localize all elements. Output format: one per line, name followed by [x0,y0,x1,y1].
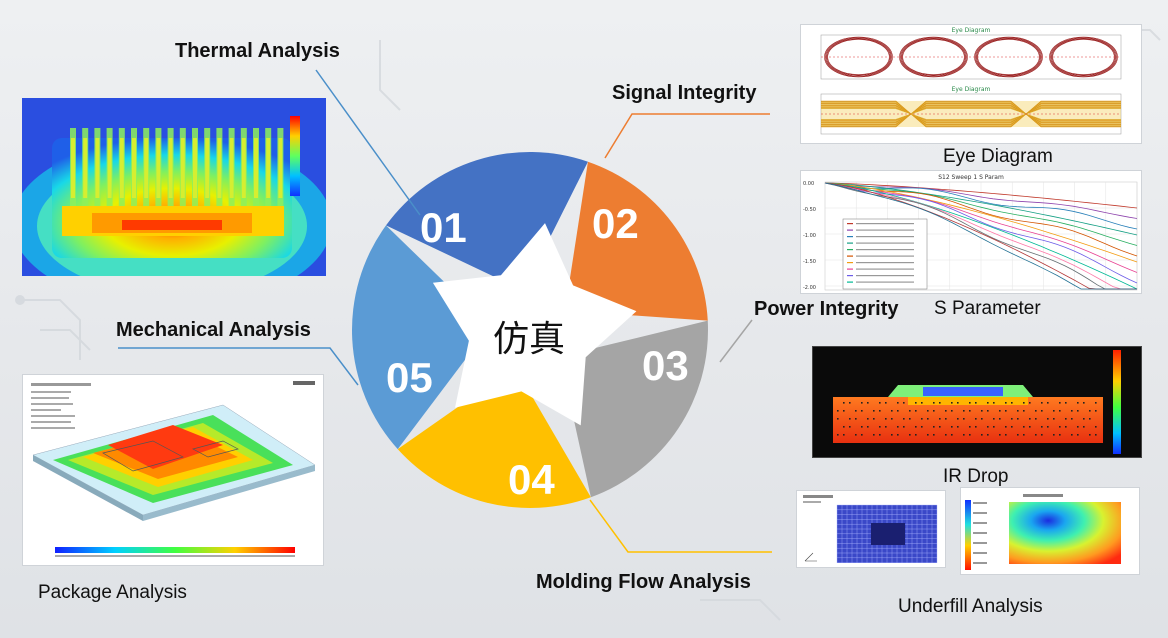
wheel-segment-04 [397,367,591,508]
segment-01-number: 01 [420,204,467,251]
segment-04-number: 04 [508,456,555,503]
center-star [432,223,637,426]
ir-drop-image [812,346,1142,458]
simulation-wheel [352,152,708,508]
center-label: 仿真 [493,319,566,360]
wheel-segment-02 [564,161,708,321]
eye-diagram-image: Eye Diagram Eye Diagram [800,24,1142,144]
eye-top-title: Eye Diagram [952,27,991,34]
thermal-leader-line [315,69,421,216]
molding-flow-analysis-heading: Molding Flow Analysis [536,571,751,593]
sparam-ytick: -2.00 [803,285,816,291]
sparam-title: S12 Sweep 1 S Param [938,174,1004,181]
signal-leader-line [604,113,770,159]
segment-03-number: 03 [642,342,689,389]
s-parameter-caption: S Parameter [934,298,1041,319]
mechanical-leader-line [118,347,359,386]
package-analysis-caption: Package Analysis [38,582,187,603]
package-analysis-image [22,374,324,566]
mechanical-analysis-heading: Mechanical Analysis [116,319,311,341]
underfill-analysis-caption: Underfill Analysis [898,596,1043,617]
ir-drop-caption: IR Drop [943,466,1009,487]
wheel-segment-03 [559,320,708,498]
segment-05-number: 05 [386,354,433,401]
s-parameter-image: S12 Sweep 1 S Param 0.00 -0.50 -1.00 -1.… [800,170,1142,294]
sparam-ytick: -1.00 [803,233,816,239]
power-leader-line [719,319,753,363]
sparam-ytick: -1.50 [803,259,816,265]
power-integrity-heading: Power Integrity [754,298,899,320]
segment-02-number: 02 [592,200,639,247]
eye-bottom-title: Eye Diagram [952,86,991,93]
eye-diagram-caption: Eye Diagram [943,146,1053,167]
sparam-ytick: 0.00 [803,181,814,187]
underfill-image-right [960,487,1140,575]
thermal-analysis-image [22,98,326,276]
sparam-ytick: -0.50 [803,207,816,213]
wheel-segment-05 [352,225,491,450]
thermal-analysis-heading: Thermal Analysis [175,40,340,62]
molding-leader-line [589,499,772,553]
underfill-image-left [796,490,946,568]
signal-integrity-heading: Signal Integrity [612,82,757,104]
